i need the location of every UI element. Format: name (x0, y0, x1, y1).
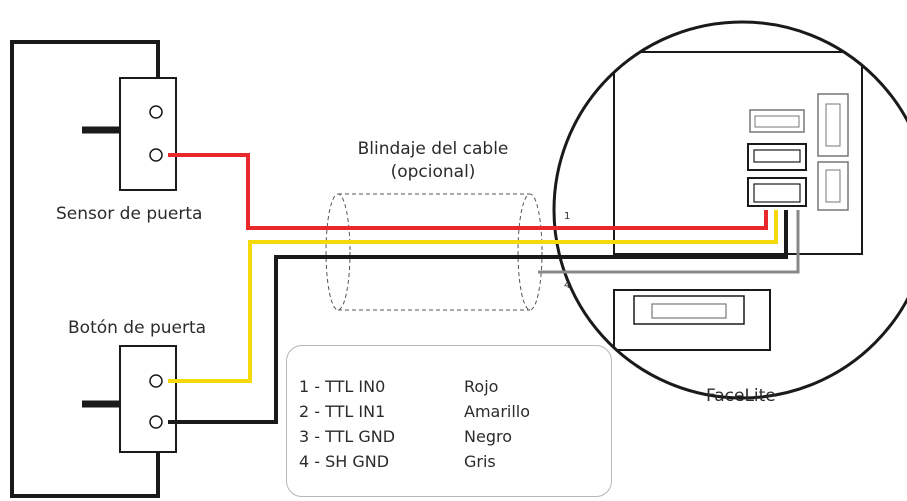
shield-label-line1: Blindaje del cable (357, 139, 509, 159)
shield-label-line2: (opcional) (390, 162, 476, 182)
yellow-wire (168, 210, 778, 383)
wire-legend: 1 - TTL IN0 Rojo 2 - TTL IN1 Amarillo 3 … (286, 345, 612, 497)
connector-top (749, 109, 805, 133)
gray-wire (538, 210, 800, 274)
facelite-device (552, 20, 907, 400)
legend-signal: 4 - SH GND (299, 452, 390, 471)
legend-signal: 1 - TTL IN0 (299, 377, 386, 396)
connector-side-bottom (817, 161, 849, 211)
cable-shield (325, 193, 543, 311)
legend-color-name: Negro (464, 427, 512, 446)
door-sensor-device (82, 77, 177, 191)
legend-color-name: Gris (464, 452, 496, 471)
loop-wire (10, 40, 160, 498)
door-sensor-label: Sensor de puerta (56, 204, 203, 224)
pin-4-label: 4 (564, 280, 571, 291)
legend-signal: 2 - TTL IN1 (299, 402, 386, 421)
connector-middle (747, 143, 807, 171)
legend-color-name: Rojo (464, 377, 499, 396)
connector-wired (747, 177, 807, 207)
door-button-label: Botón de puerta (68, 318, 207, 338)
red-wire (168, 153, 768, 230)
legend-color-name: Amarillo (464, 402, 531, 421)
legend-signal: 3 - TTL GND (299, 427, 396, 446)
device-label: FaceLite (706, 386, 776, 406)
black-wire (168, 210, 788, 424)
connector-side-top (817, 93, 849, 157)
door-button-device (82, 345, 177, 453)
pin-1-label: 1 (564, 211, 571, 222)
